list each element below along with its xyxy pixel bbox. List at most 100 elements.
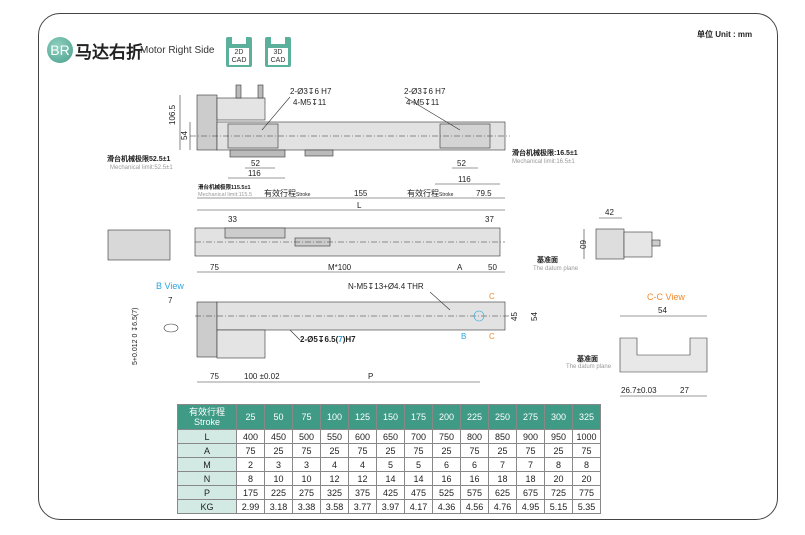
dim-m100: M*100 [328, 263, 352, 272]
unit-label: 单位 Unit : mm [697, 30, 753, 39]
table-cell: 750 [432, 429, 461, 444]
dim-106-5: 106.5 [168, 104, 177, 125]
table-cell: 575 [460, 485, 489, 500]
side-view: 33 37 基准面 The datum plane [107, 215, 579, 272]
table-cell: 14 [376, 471, 405, 486]
dim-116-left: 116 [248, 169, 261, 178]
table-cell: 4 [320, 457, 349, 472]
stroke-col-header: 300 [544, 404, 573, 430]
table-cell: 8 [236, 471, 265, 486]
table-cell: 4.17 [404, 499, 433, 514]
table-cell: 450 [264, 429, 293, 444]
table-cell: 3.58 [320, 499, 349, 514]
dim-42: 42 [605, 208, 614, 217]
table-cell: 700 [404, 429, 433, 444]
stroke-col-header: 75 [292, 404, 321, 430]
table-cell: 16 [460, 471, 489, 486]
dim-L: L [357, 201, 362, 210]
table-cell: 675 [516, 485, 545, 500]
dim-27: 27 [680, 386, 689, 395]
table-cell: 18 [488, 471, 517, 486]
table-cell: 4.95 [516, 499, 545, 514]
stroke-col-header: 200 [432, 404, 461, 430]
datum-en-side: The datum plane [533, 266, 579, 272]
table-cell: 4.76 [488, 499, 517, 514]
pin-note: 2-Ø5↧6.5(7)H7 [300, 335, 356, 344]
table-cell: 7 [488, 457, 517, 472]
dim-A: A [457, 263, 463, 272]
dim-45: 45 [510, 312, 519, 321]
table-cell: 175 [236, 485, 265, 500]
table-cell: 7 [516, 457, 545, 472]
limit-mid-en: Mechanical limit:115.5 [198, 192, 252, 198]
table-cell: 600 [348, 429, 377, 444]
b-view-title: B View [156, 281, 184, 291]
table-cell: 5.15 [544, 499, 573, 514]
stroke-col-header: 25 [236, 404, 265, 430]
table-cell: 2 [236, 457, 265, 472]
limit-right-cn: 滑台机械极限:16.5±1 [512, 148, 578, 157]
table-cell: 900 [516, 429, 545, 444]
table-cell: 4.36 [432, 499, 461, 514]
row-label: KG [177, 499, 237, 514]
dim-75-top: 75 [210, 263, 219, 272]
table-cell: 225 [264, 485, 293, 500]
b-view: B View 7 5+0.012 0 ↧6.5(7) [131, 281, 184, 365]
tap-note-right: 4-M5↧11 [406, 98, 440, 107]
table-cell: 400 [236, 429, 265, 444]
table-cell: 650 [376, 429, 405, 444]
stroke-col-header: 250 [488, 404, 517, 430]
table-cell: 800 [460, 429, 489, 444]
dim-52-right: 52 [457, 159, 466, 168]
dim-37: 37 [485, 215, 494, 224]
table-cell: 18 [516, 471, 545, 486]
dim-116-right: 116 [458, 175, 471, 184]
table-cell: 8 [572, 457, 601, 472]
table-cell: 1000 [572, 429, 601, 444]
table-cell: 25 [264, 443, 293, 458]
table-cell: 550 [320, 429, 349, 444]
series-badge: BR [47, 37, 73, 63]
table-cell: 20 [572, 471, 601, 486]
limit-mid-cn: 滑台机械极限115.5±1 [198, 183, 251, 191]
hole-note-right: 2-Ø3↧6 H7 [404, 87, 446, 96]
dim-79-5: 79.5 [476, 189, 492, 198]
dim-54: 54 [180, 131, 189, 140]
table-cell: 12 [348, 471, 377, 486]
row-label: N [177, 471, 237, 486]
stroke-col-header: 50 [264, 404, 293, 430]
top-view: 106.5 54 2-Ø3↧6 H7 4-M5↧11 2-Ø3↧6 H7 4-M… [107, 84, 578, 211]
table-cell: 75 [460, 443, 489, 458]
limit-right-en: Mechanical limit:16.5±1 [512, 159, 575, 165]
limit-left-en: Mechanical limit:52.5±1 [110, 165, 173, 171]
table-cell: 2.99 [236, 499, 265, 514]
table-cell: 475 [404, 485, 433, 500]
table-cell: 6 [460, 457, 489, 472]
thr-note: N-M5↧13+Ø4.4 THR [348, 282, 424, 291]
table-cell: 325 [320, 485, 349, 500]
dim-26-7: 26.7±0.03 [621, 386, 657, 395]
row-label: L [177, 429, 237, 444]
c-label-top: C [489, 292, 495, 301]
b-view-tolerance: 5+0.012 0 ↧6.5(7) [131, 308, 139, 365]
end-view: 42 60 [578, 208, 661, 260]
table-cell: 4 [348, 457, 377, 472]
dim-52-left: 52 [251, 159, 260, 168]
table-cell: 14 [404, 471, 433, 486]
cc-dim-54: 54 [658, 306, 667, 315]
table-cell: 5 [404, 457, 433, 472]
stroke-label-1: 有效行程Stroke [264, 188, 311, 198]
table-cell: 16 [432, 471, 461, 486]
datum-en-cc: The datum plane [566, 364, 612, 370]
table-cell: 3.18 [264, 499, 293, 514]
table-cell: 625 [488, 485, 517, 500]
stroke-label-2: 有效行程Stroke [407, 188, 454, 198]
table-cell: 3.97 [376, 499, 405, 514]
table-cell: 950 [544, 429, 573, 444]
table-cell: 3 [292, 457, 321, 472]
